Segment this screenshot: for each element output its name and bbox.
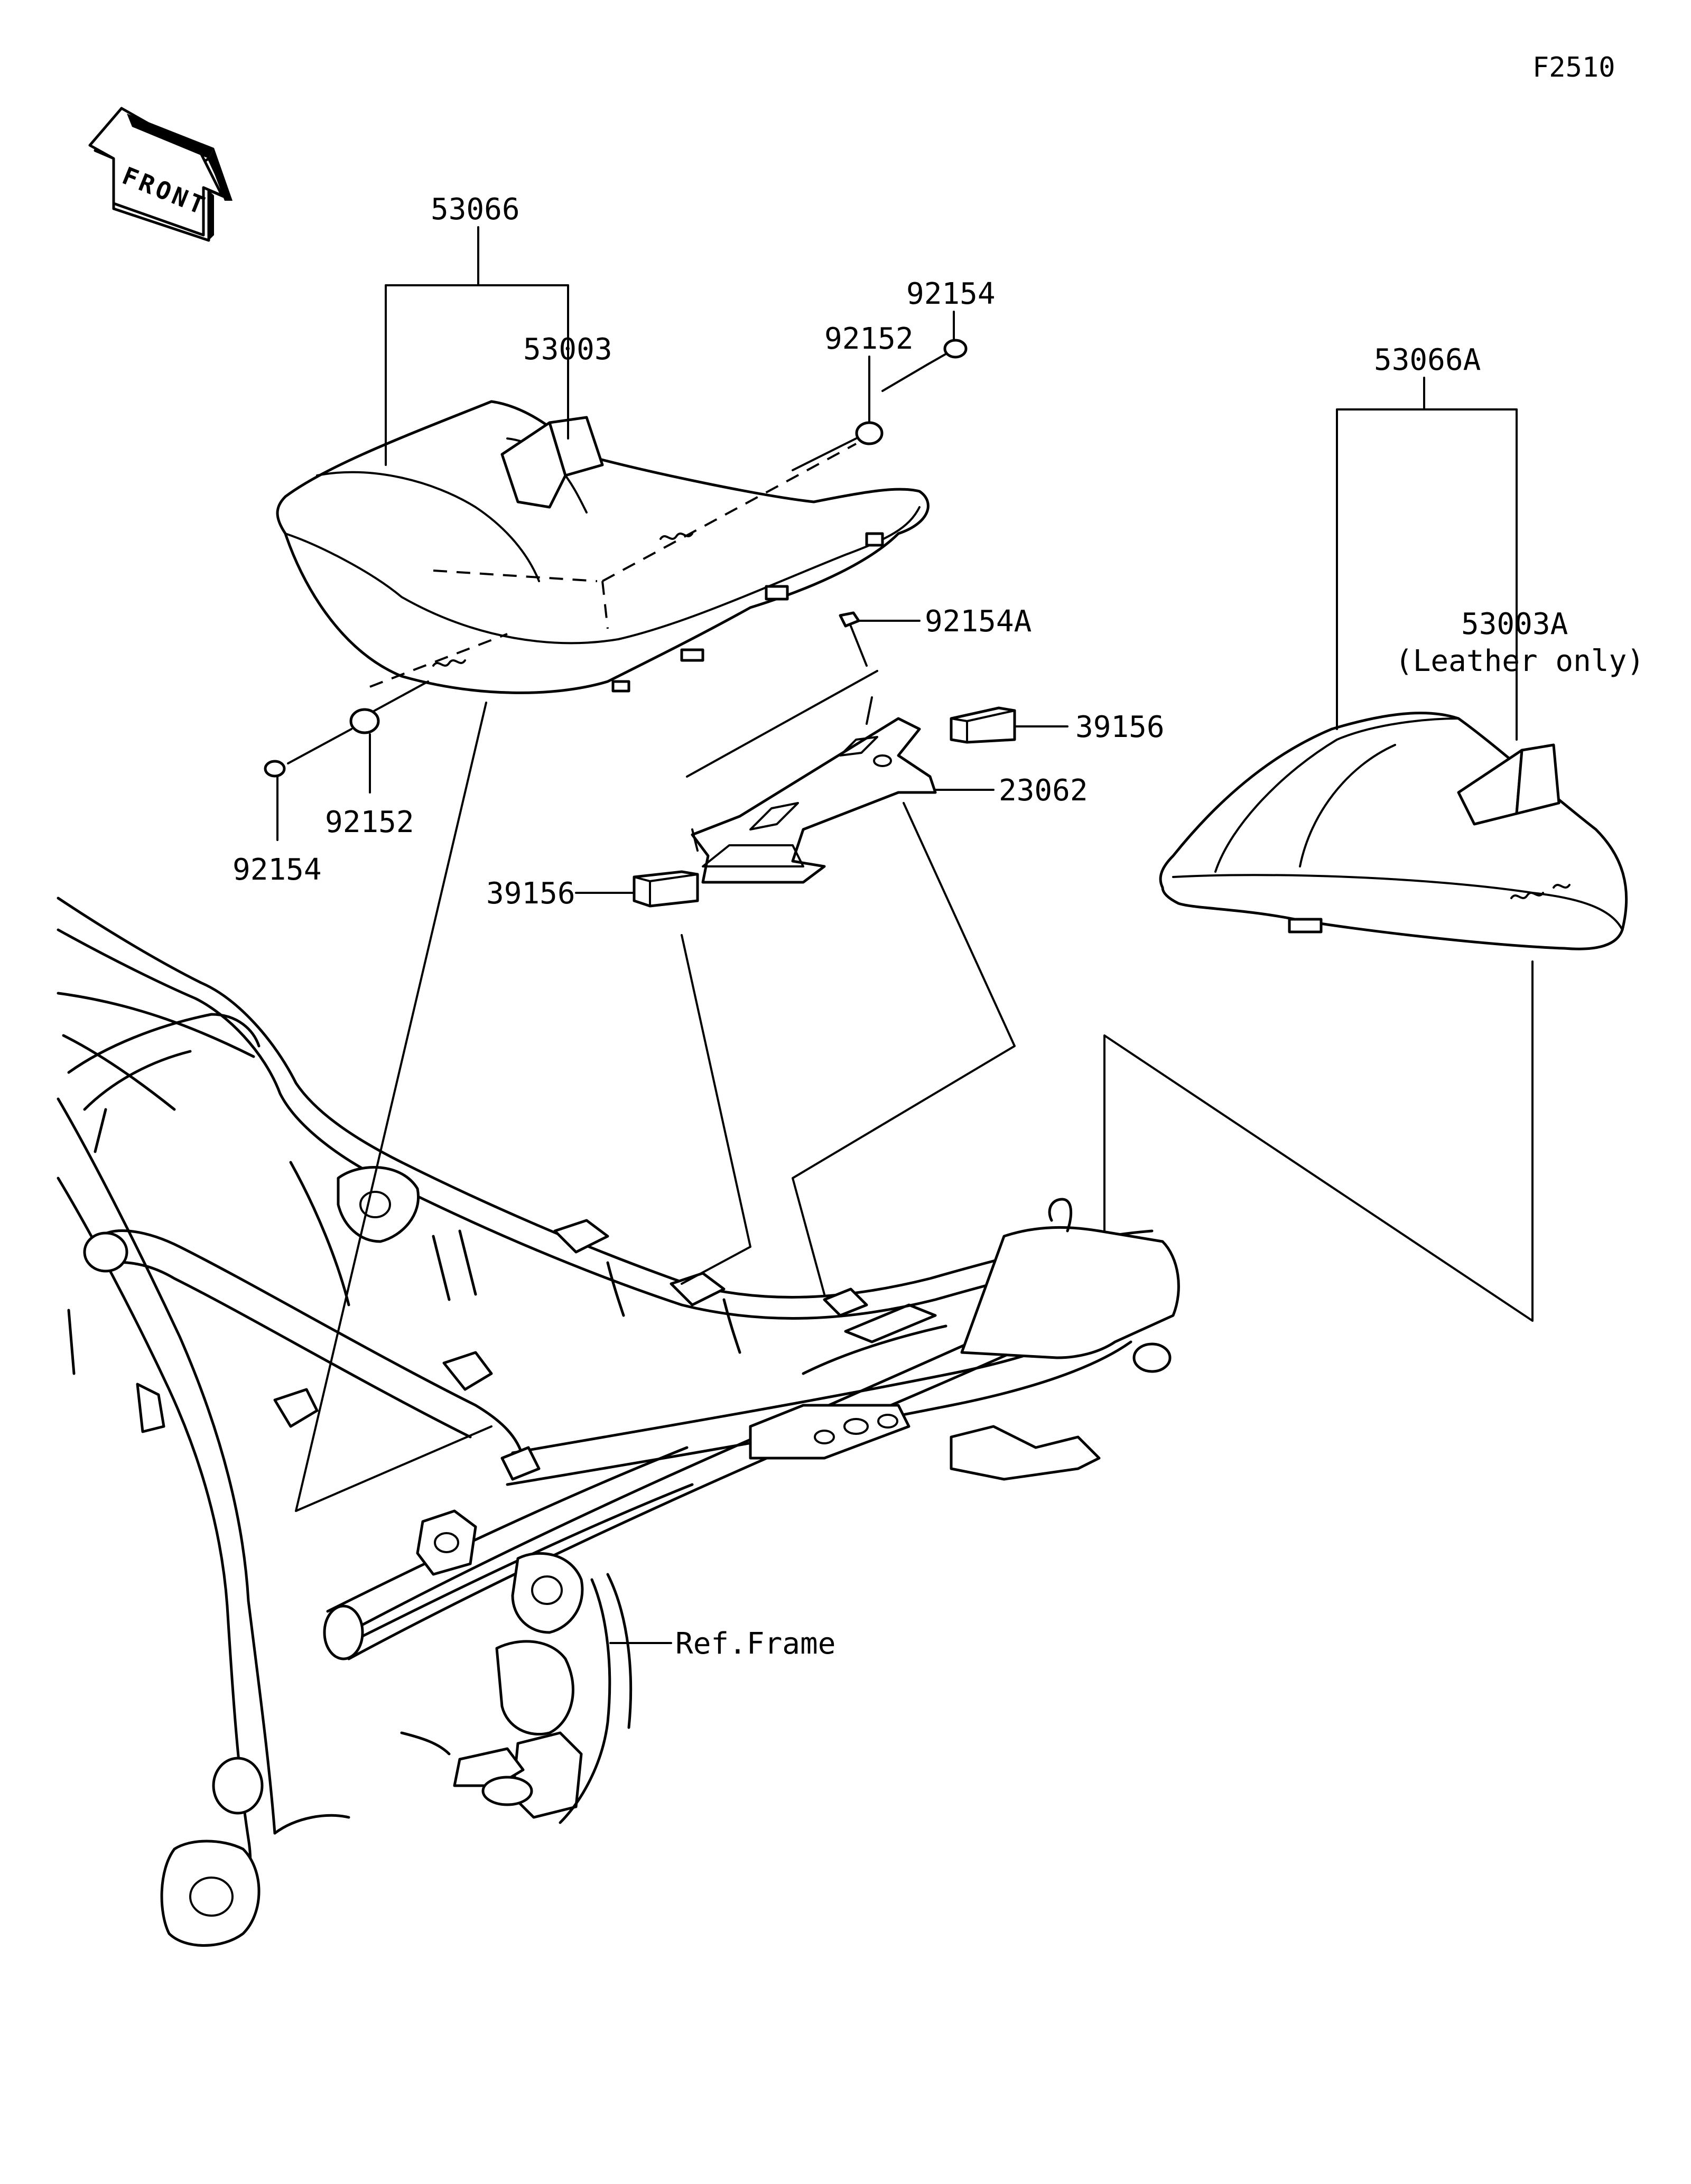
callout-label-23062: 23062: [999, 773, 1088, 808]
callout-label-92154a: 92154A: [925, 604, 1032, 639]
callout-label-39156-right: 39156: [1075, 710, 1165, 744]
callout-label-53066: 53066: [431, 192, 520, 227]
seat-bracket: 92154A 23062: [686, 604, 1088, 884]
front-arrow-icon: FRONT: [88, 107, 233, 242]
callout-label-92152-left: 92152: [325, 805, 414, 839]
alternate-seat: [1159, 712, 1628, 950]
damper-right: 39156: [950, 706, 1165, 744]
callout-label-53003a: 53003A: [1461, 607, 1568, 641]
damper-left: 39156: [486, 870, 699, 911]
main-seat: [276, 400, 930, 694]
left-bolt-assembly: 92152 92154: [233, 680, 429, 887]
callout-label-92154-left: 92154: [233, 853, 322, 887]
frame: [57, 897, 1180, 1947]
callout-label-39156-left: 39156: [486, 876, 575, 911]
callout-53066a: 53066A 53003A (Leather only): [1336, 343, 1644, 741]
callout-53066: 53066 53003: [385, 192, 612, 466]
callout-label-53003: 53003: [523, 332, 612, 367]
callout-label-92152-top: 92152: [824, 322, 914, 356]
callout-label-92154-top: 92154: [906, 277, 996, 311]
callout-label-ref-frame: Ref.Frame: [675, 1627, 835, 1661]
frame-reference: Ref.Frame: [609, 1627, 835, 1661]
figure-code: F2510: [1532, 52, 1615, 83]
callout-label-53066a: 53066A: [1374, 343, 1481, 377]
callout-note-leather-only: (Leather only): [1395, 644, 1644, 678]
top-bolt-assembly: 92154 92152: [792, 277, 996, 471]
